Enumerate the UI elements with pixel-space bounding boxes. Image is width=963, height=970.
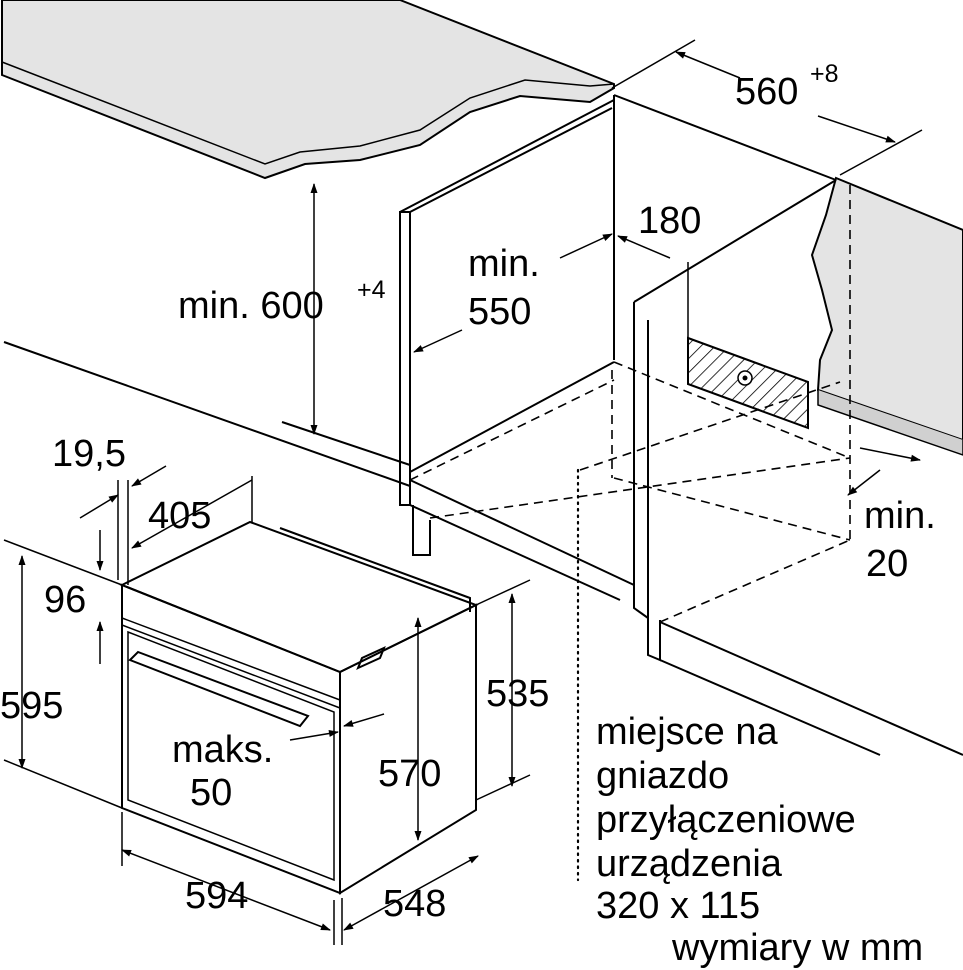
label-96: 96: [44, 579, 86, 621]
socket-area: [687, 336, 809, 430]
label-560-tolerance: +8: [810, 60, 839, 88]
cabinet: [3, 94, 963, 756]
label-570: 570: [378, 753, 441, 795]
label-min-550-line1: min.: [468, 243, 540, 285]
label-560: 560: [735, 71, 798, 113]
label-min-600: min. 600: [178, 285, 324, 327]
label-min-20-line2: 20: [866, 543, 908, 585]
label-405: 405: [148, 495, 211, 537]
label-180: 180: [638, 200, 701, 242]
label-socket-line1: miejsce na: [596, 711, 778, 753]
label-socket-line3: przyłączeniowe: [596, 799, 856, 841]
label-min-600-tolerance: +4: [357, 276, 386, 304]
label-min-20-line1: min.: [864, 495, 936, 537]
label-maks-line1: maks.: [172, 729, 273, 771]
label-19-5: 19,5: [52, 433, 126, 475]
labels: 560 +8 180 min. 550 min. 600 +4 19,5 405…: [0, 60, 936, 969]
label-units: wymiary w mm: [671, 927, 923, 969]
worktop-right: [810, 176, 963, 456]
label-min-550-line2: 550: [468, 291, 531, 333]
oven: [119, 520, 479, 895]
label-535: 535: [486, 673, 549, 715]
label-594: 594: [185, 875, 248, 917]
worktop-left: [0, 0, 615, 180]
label-maks-line2: 50: [190, 772, 232, 814]
label-socket-line4: urządzenia: [596, 843, 783, 885]
label-socket-line5: 320 x 115: [596, 885, 760, 927]
dimension-lines: [3, 39, 923, 945]
label-548: 548: [383, 883, 446, 925]
label-595: 595: [0, 685, 63, 727]
label-socket-line2: gniazdo: [596, 755, 729, 797]
